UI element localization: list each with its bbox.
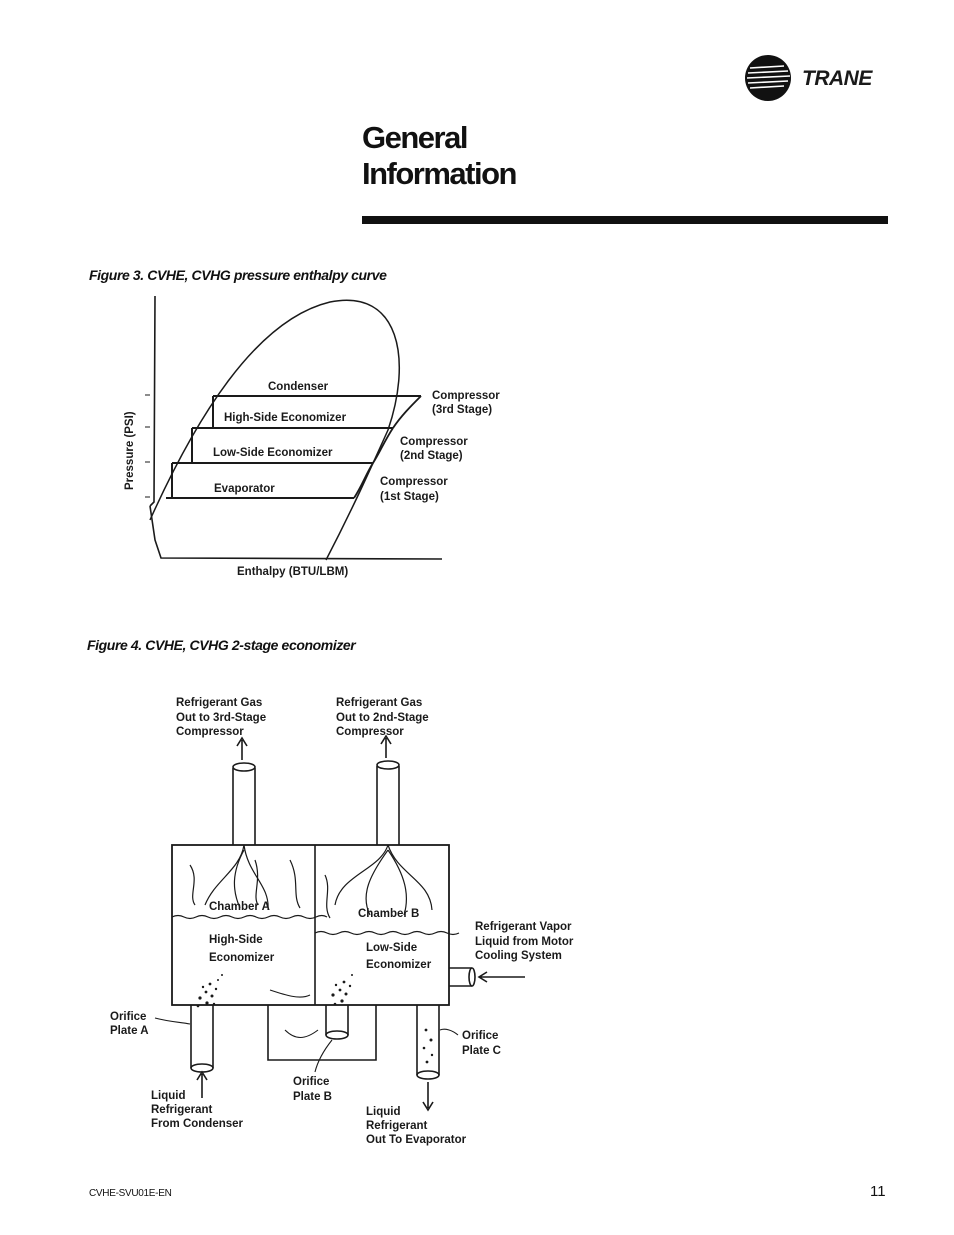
page-title-line2: Information (362, 156, 518, 191)
y-axis (149, 295, 156, 507)
gas-3rd-label-1: Refrigerant Gas (176, 697, 262, 709)
figure3-labels: Pressure (PSI) Enthalpy (BTU/LBM) Conden… (124, 381, 500, 578)
gas-2nd-label-1: Refrigerant Gas (336, 697, 422, 709)
liquid-level-a (171, 914, 328, 920)
page-title: General Information (362, 120, 518, 192)
gas-3rd-label-2: Out to 3rd-Stage (176, 712, 266, 724)
inlet-pipe-a (190, 1005, 214, 1068)
low-side-label: Low-Side Economizer (213, 447, 333, 459)
x-axis-label: Enthalpy (BTU/LBM) (237, 566, 348, 578)
figure4-diagram (154, 734, 525, 1112)
high-side-label-1: High-Side (209, 934, 263, 946)
orifice-b-label-1: Orifice (293, 1076, 329, 1088)
compressor-2nd-label-2: (2nd Stage) (400, 450, 463, 462)
vapor-label-1: Refrigerant Vapor (475, 921, 572, 933)
condenser-label: Condenser (268, 381, 329, 393)
leader-orifice-b (314, 1039, 333, 1073)
high-side-label-2: Economizer (209, 952, 275, 964)
brand-wordmark: TRANE (802, 67, 873, 90)
motor-cooling-nozzle (449, 967, 472, 987)
economizer-vessel (171, 844, 450, 1006)
compressor-1st-label-2: (1st Stage) (380, 491, 439, 503)
outlet-pipe-c (416, 1005, 440, 1075)
liquid-in-label-1: Liquid (151, 1090, 186, 1102)
orifice-c-label-1: Orifice (462, 1030, 498, 1042)
compressor-3rd-label-2: (3rd Stage) (432, 404, 492, 416)
page-title-line1: General (362, 120, 468, 155)
gas-3rd-label-3: Compressor (176, 726, 244, 738)
arrow-gas-2nd (380, 734, 392, 758)
y-axis-label: Pressure (PSI) (124, 411, 136, 490)
outlet-pipe-a (232, 768, 256, 845)
leader-orifice-c (439, 1028, 459, 1036)
liquid-out-label-3: Out To Evaporator (366, 1134, 467, 1146)
arrow-liquid-out (422, 1082, 434, 1112)
compressor-curve-1st (353, 462, 374, 499)
outlet-pipe-b (376, 766, 400, 845)
compressor-1st-label-1: Compressor (380, 476, 448, 488)
compressor-curve-3rd (392, 395, 422, 429)
gas-2nd-label-2: Out to 2nd-Stage (336, 712, 429, 724)
gas-2nd-label-3: Compressor (336, 726, 404, 738)
orifice-c-label-2: Plate C (462, 1045, 501, 1057)
vapor-label-3: Cooling System (475, 950, 562, 962)
liquid-out-label-1: Liquid (366, 1106, 401, 1118)
liquid-in-label-2: Refrigerant (151, 1104, 213, 1116)
orifice-a-label-2: Plate A (110, 1025, 149, 1037)
high-side-label: High-Side Economizer (224, 412, 347, 424)
orifice-b-housing (267, 1005, 377, 1061)
evaporator-label: Evaporator (214, 483, 275, 495)
arrow-gas-3rd (236, 736, 248, 760)
saturation-dome (149, 299, 400, 561)
chamber-a-label: Chamber A (209, 901, 270, 913)
figure3-diagram (145, 295, 443, 561)
arrow-liquid-in (196, 1070, 208, 1098)
x-axis (149, 505, 443, 560)
low-side-label-1: Low-Side (366, 942, 417, 954)
compressor-2nd-label-1: Compressor (400, 436, 468, 448)
arrow-motor-vapor (477, 971, 525, 983)
liquid-in-label-3: From Condenser (151, 1118, 244, 1130)
compressor-curve-2nd (372, 427, 394, 464)
page-number: 11 (870, 1183, 886, 1200)
figure3-caption: Figure 3. CVHE, CVHG pressure enthalpy c… (89, 267, 387, 283)
orifice-a-label-1: Orifice (110, 1011, 146, 1023)
liquid-out-label-2: Refrigerant (366, 1120, 428, 1132)
document-id: CVHE-SVU01E-EN (89, 1188, 172, 1199)
title-rule (362, 216, 888, 224)
orifice-b-label-2: Plate B (293, 1091, 332, 1103)
leader-orifice-a (154, 1017, 191, 1025)
liquid-level-b (314, 930, 460, 936)
low-side-label-2: Economizer (366, 959, 432, 971)
figure4-labels: Refrigerant Gas Out to 3rd-Stage Compres… (110, 697, 574, 1146)
spray-dots (196, 974, 434, 1064)
vapor-label-2: Liquid from Motor (475, 936, 574, 948)
compressor-3rd-label-1: Compressor (432, 390, 500, 402)
trane-logo: TRANE (745, 55, 874, 101)
chamber-b-label: Chamber B (358, 908, 419, 920)
figure4-caption: Figure 4. CVHE, CVHG 2-stage economizer (87, 637, 356, 653)
